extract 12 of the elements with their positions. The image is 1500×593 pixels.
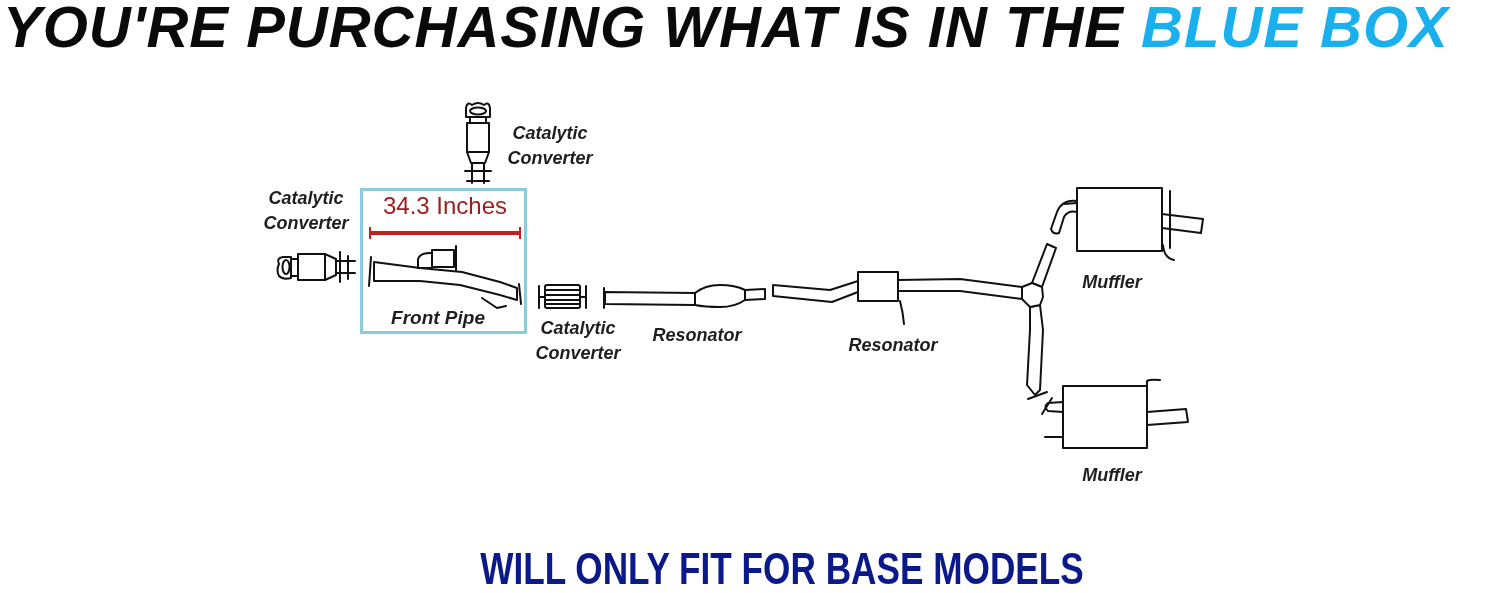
caption-text: WILL ONLY FIT FOR BASE MODELS [480,546,1084,592]
part-label: Resonator [848,334,938,357]
part-label: Muffler [1082,464,1142,487]
part-label: Catalytic Converter [535,317,621,365]
title-heading: YOU'RE PURCHASING WHAT IS IN THE BLUE BOX [3,0,1449,56]
dimension-label: 34.3 Inches [382,192,508,220]
part-label: Catalytic Converter [507,122,593,170]
part-label: Front Pipe [391,306,485,330]
part-label: Muffler [1082,271,1142,294]
part-label: Catalytic Converter [263,187,349,235]
part-label: Resonator [652,324,742,347]
outline-box [360,188,527,334]
